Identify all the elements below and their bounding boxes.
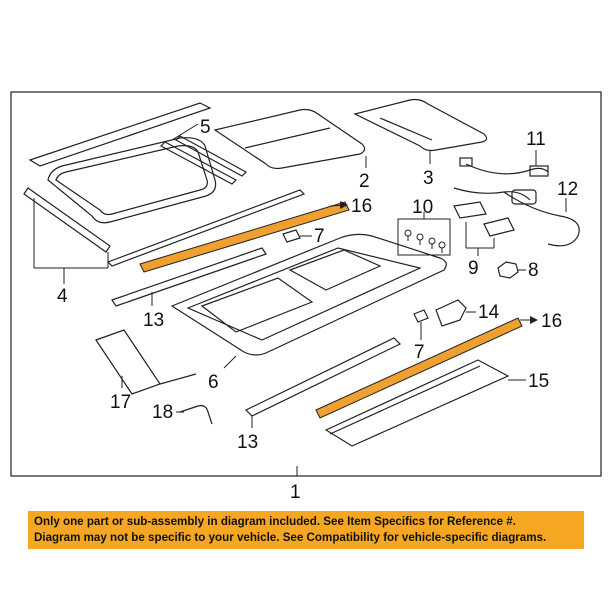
- part-16-upper-highlight: [139, 201, 350, 273]
- part-11-wire-harness: [459, 157, 549, 177]
- callout-7a: 7: [314, 226, 325, 247]
- callout-2: 2: [359, 171, 370, 192]
- callout-18: 18: [152, 402, 173, 423]
- part-3-sunshade: [353, 98, 488, 152]
- part-4-weatherstrip: [23, 102, 306, 267]
- part-17-deflector: [95, 329, 197, 395]
- part-9-motor: [453, 201, 515, 237]
- callout-13b: 13: [237, 432, 258, 453]
- part-18-hose: [179, 405, 213, 425]
- arrow-16a: [340, 201, 348, 209]
- callout-7b: 7: [414, 342, 425, 363]
- callout-5: 5: [200, 117, 211, 138]
- callout-8: 8: [528, 260, 539, 281]
- diagram-frame: [10, 91, 602, 477]
- part-13-lower-rail: [244, 337, 402, 417]
- callout-14: 14: [478, 302, 500, 323]
- part-5-strips: [160, 135, 247, 185]
- callout-17: 17: [110, 392, 131, 413]
- callout-16b: 16: [541, 311, 562, 332]
- callout-15: 15: [528, 371, 549, 392]
- arrow-16b: [530, 316, 538, 324]
- part-7-upper-clip: [282, 229, 301, 243]
- part-10-screws: [404, 229, 446, 253]
- leader-6: [223, 355, 237, 369]
- part-16-lower-highlight: [315, 317, 523, 419]
- compatibility-notice: Only one part or sub-assembly in diagram…: [28, 511, 584, 549]
- part-7-lower-clip: [413, 309, 429, 323]
- part-12-cable: [453, 187, 580, 247]
- callout-13a: 13: [143, 310, 164, 331]
- part-14-bracket: [435, 299, 467, 327]
- part-8-nut: [497, 261, 519, 279]
- callout-4: 4: [57, 286, 68, 307]
- callout-6: 6: [208, 372, 219, 393]
- callout-3: 3: [423, 168, 434, 189]
- callout-10: 10: [412, 197, 433, 218]
- callout-1: 1: [290, 482, 301, 503]
- part-2-glass-panel: [213, 108, 366, 170]
- notice-line-1: Only one part or sub-assembly in diagram…: [34, 515, 516, 528]
- notice-line-2: Diagram may not be specific to your vehi…: [34, 531, 547, 544]
- part-13-upper-rail: [111, 247, 267, 307]
- part-6-roof-frame: [170, 233, 447, 356]
- callout-11: 11: [526, 129, 546, 150]
- callout-12: 12: [557, 179, 578, 200]
- callout-16a: 16: [351, 196, 372, 217]
- part-15-shade: [324, 359, 510, 447]
- callout-9: 9: [468, 258, 479, 279]
- leader-5: [171, 123, 199, 141]
